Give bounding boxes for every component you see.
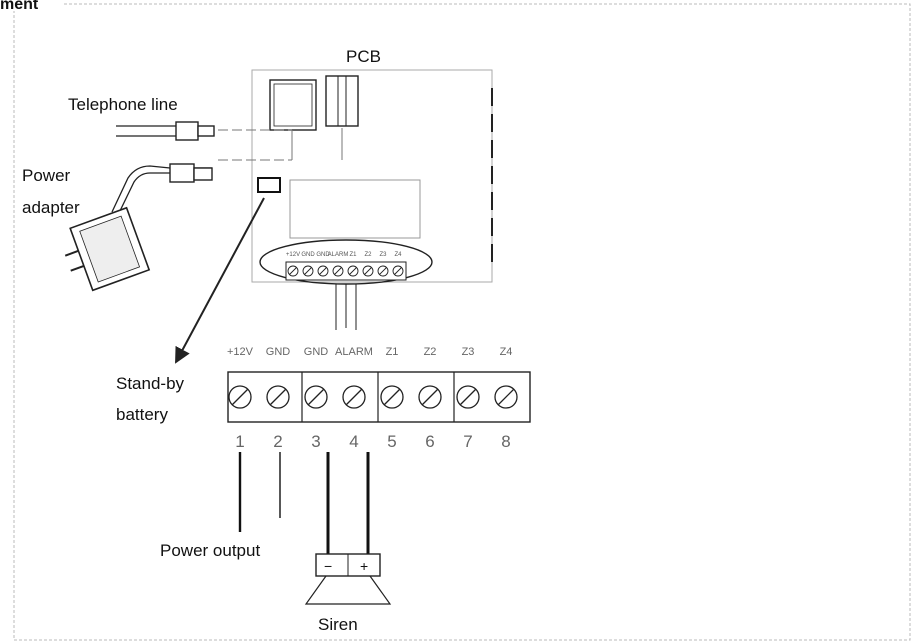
terminal-number: 3 [311, 432, 320, 451]
telephone-line-label: Telephone line [68, 95, 178, 114]
terminal-screw [494, 385, 518, 409]
mini-terminal-screw [317, 265, 329, 277]
mini-terminal-label: Z4 [394, 252, 402, 258]
mini-terminal-label: GND [301, 252, 315, 258]
power-output-label: Power output [160, 541, 260, 560]
mini-terminal-screw [392, 265, 404, 277]
battery-arrow [175, 197, 265, 364]
mini-terminal-screw [347, 265, 359, 277]
power-adapter-label-line1: Power [22, 166, 71, 185]
battery-connector [257, 177, 281, 193]
terminal-number: 8 [501, 432, 510, 451]
pcb-board: PCB [218, 47, 493, 283]
standby-battery-label-line1: Stand-by [116, 374, 185, 393]
power-output-wires: Power output [160, 452, 281, 560]
outer-frame [13, 3, 911, 641]
terminal-label: GND [304, 346, 329, 358]
telephone-line: Telephone line [68, 95, 215, 141]
terminal-label: +12V [227, 346, 254, 358]
terminal-number: 2 [273, 432, 282, 451]
pcb-module [289, 179, 421, 239]
siren: − + Siren [304, 452, 392, 634]
terminal-number: 1 [235, 432, 244, 451]
mini-terminal-label: ALARM [328, 252, 349, 258]
standby-battery-label-line2: battery [116, 405, 168, 424]
siren-label: Siren [318, 615, 358, 634]
terminal-screw [418, 385, 442, 409]
terminal-label: ALARM [335, 346, 373, 358]
relay-component [269, 79, 317, 131]
terminal-screw [266, 385, 290, 409]
terminal-number: 6 [425, 432, 434, 451]
mini-terminal-label: Z1 [349, 252, 357, 258]
terminal-label: GND [266, 346, 291, 358]
siren-positive: + [360, 558, 368, 574]
mini-terminal-label: Z2 [364, 252, 372, 258]
mini-terminal-screw [377, 265, 389, 277]
siren-negative: − [324, 558, 332, 574]
pcb-label: PCB [346, 47, 381, 66]
terminal-label: Z1 [386, 346, 399, 358]
terminal-screw [456, 385, 480, 409]
mini-terminal-label: +12V [286, 252, 300, 258]
terminal-screw [228, 385, 252, 409]
mini-terminal-screw [332, 265, 344, 277]
mini-terminal-screw [362, 265, 374, 277]
telephone-plug [175, 121, 199, 141]
terminal-screw [304, 385, 328, 409]
terminal-number: 5 [387, 432, 396, 451]
terminal-label: Z4 [500, 346, 513, 358]
mini-terminal-screw [287, 265, 299, 277]
mini-terminal-screw [302, 265, 314, 277]
transformer-component [325, 75, 359, 127]
terminal-number: 7 [463, 432, 472, 451]
mini-terminal-label: Z3 [379, 252, 387, 258]
mini-terminal-label: GND [316, 252, 330, 258]
power-adapter-label-line2: adapter [22, 198, 80, 217]
power-adapter: Power adapter [22, 163, 213, 292]
heading-fragment: ment [0, 0, 39, 13]
siren-horn [304, 575, 392, 605]
terminal-screw [342, 385, 366, 409]
terminal-label: Z3 [462, 346, 475, 358]
terminal-number: 4 [349, 432, 358, 451]
terminal-screw [380, 385, 404, 409]
terminal-block: +12V GND GND ALARM Z1 Z2 Z3 Z4 1 2 3 4 5 6 7 8 [227, 346, 531, 451]
terminal-label: Z2 [424, 346, 437, 358]
